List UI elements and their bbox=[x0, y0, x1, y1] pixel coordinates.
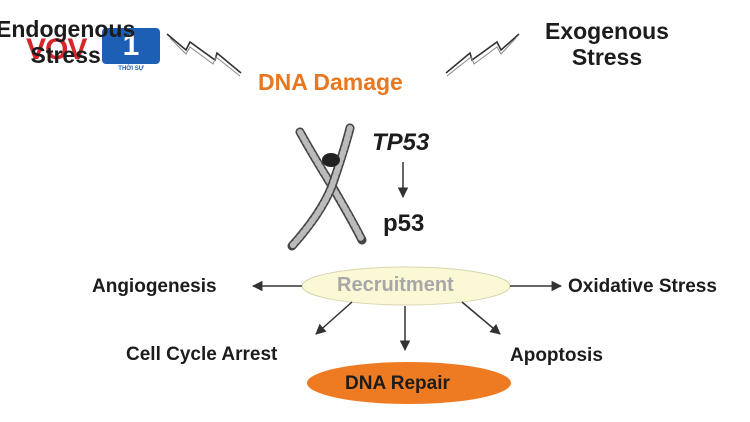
cell-cycle-arrest-label: Cell Cycle Arrest bbox=[126, 344, 278, 365]
exogenous-stress-label: Exogenous Stress bbox=[545, 20, 669, 69]
exogenous-lightning-shadow bbox=[446, 37, 517, 77]
endogenous-stress-label: Endogenous Stress bbox=[0, 18, 135, 67]
arrow-to-cell-cycle-arrest bbox=[315, 301, 353, 335]
recruitment-label: Recruitment bbox=[337, 274, 454, 296]
exogenous-lightning-icon bbox=[445, 33, 520, 74]
exogenous-line2: Stress bbox=[571, 44, 643, 70]
vov-logo-text: VOV bbox=[26, 33, 87, 66]
exogenous-line1: Exogenous bbox=[545, 18, 669, 44]
tp53-gene-label: TP53 bbox=[372, 129, 430, 156]
endogenous-line1: Endogenous bbox=[0, 16, 136, 42]
endogenous-lightning-shadow bbox=[169, 37, 241, 77]
chromosome-icon bbox=[287, 123, 367, 251]
vov-logo-sub: THỜI SỰ bbox=[118, 66, 144, 72]
endogenous-lightning-icon bbox=[166, 33, 242, 74]
endogenous-line2: Stress bbox=[30, 42, 101, 68]
apoptosis-label: Apoptosis bbox=[510, 345, 603, 366]
dna-damage-label: DNA Damage bbox=[258, 69, 403, 95]
vov-logo-badge: 1 bbox=[102, 28, 160, 64]
p53-protein-label: p53 bbox=[383, 210, 425, 237]
dna-repair-ellipse bbox=[307, 362, 511, 404]
dna-repair-label: DNA Repair bbox=[345, 373, 450, 394]
oxidative-stress-label: Oxidative Stress bbox=[568, 276, 717, 297]
arrow-to-apoptosis bbox=[461, 301, 501, 335]
angiogenesis-label: Angiogenesis bbox=[92, 276, 217, 297]
